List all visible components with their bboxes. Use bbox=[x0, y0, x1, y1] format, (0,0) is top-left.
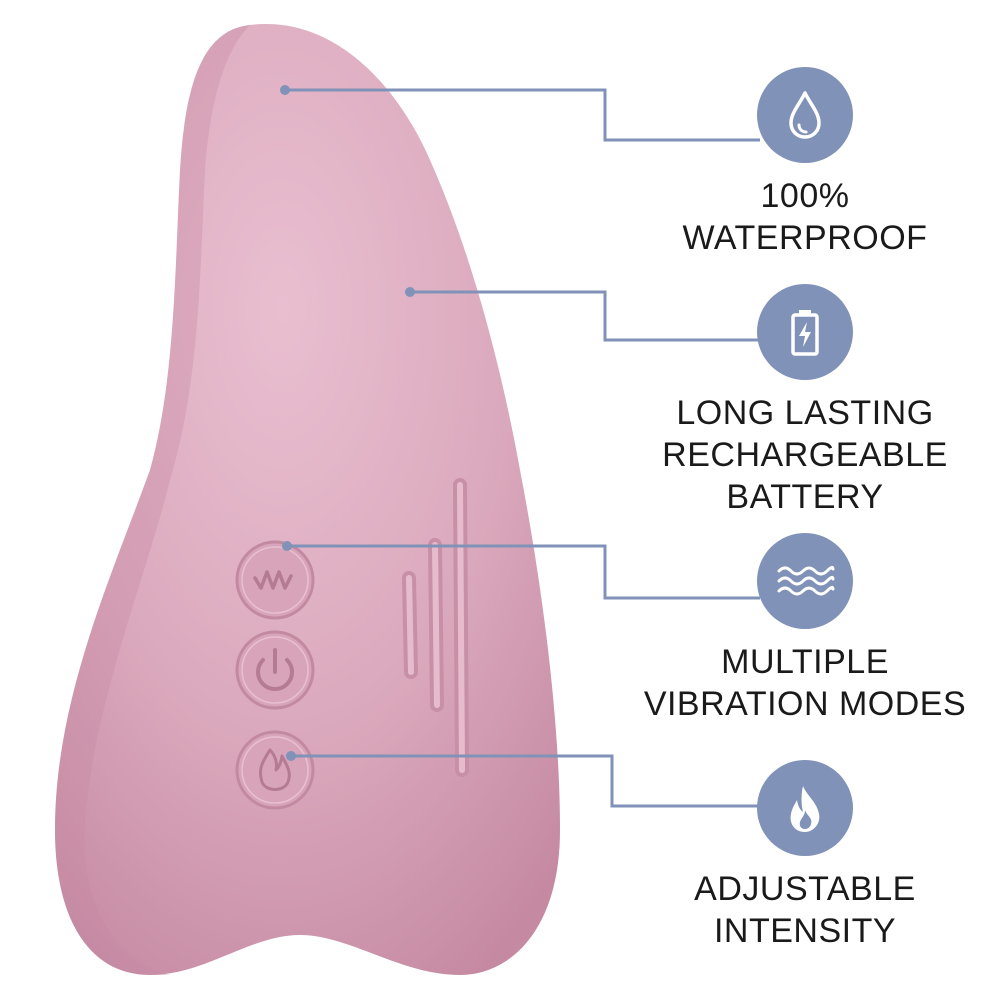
feature-badge bbox=[757, 284, 853, 380]
feature-label-line: RECHARGEABLE bbox=[662, 436, 948, 474]
flame-icon bbox=[790, 786, 820, 832]
feature-label: MULTIPLE VIBRATION MODES bbox=[615, 641, 995, 725]
callout-line-waterproof bbox=[285, 88, 760, 142]
feature-label-line: ADJUSTABLE bbox=[694, 870, 916, 908]
feature-badge bbox=[757, 760, 853, 856]
feature-label: LONG LASTING RECHARGEABLE BATTERY bbox=[615, 392, 995, 518]
feature-label-line: LONG LASTING bbox=[676, 394, 934, 432]
feature-label-line: WATERPROOF bbox=[682, 219, 928, 257]
feature-label-line: BATTERY bbox=[726, 478, 884, 516]
feature-label-line: INTENSITY bbox=[713, 912, 897, 950]
callout-line-intensity bbox=[291, 754, 760, 808]
device-button-power[interactable] bbox=[235, 630, 315, 710]
feature-badge bbox=[757, 67, 853, 163]
feature-battery: LONG LASTING RECHARGEABLE BATTERY bbox=[615, 284, 995, 518]
feature-label-line: VIBRATION MODES bbox=[643, 685, 967, 723]
feature-badge bbox=[757, 533, 853, 629]
callout-line-vibration bbox=[287, 544, 760, 600]
feature-waterproof: 100% WATERPROOF bbox=[615, 67, 995, 259]
grip-ridges bbox=[402, 478, 469, 777]
device-button-heat[interactable] bbox=[235, 730, 315, 810]
feature-label-line: MULTIPLE bbox=[721, 643, 889, 681]
device-edge-shade bbox=[55, 25, 250, 975]
waves-icon bbox=[777, 565, 835, 596]
callout-lines bbox=[285, 88, 760, 808]
power-icon bbox=[256, 648, 294, 692]
feature-label: 100% WATERPROOF bbox=[615, 175, 995, 259]
battery-charge-icon bbox=[791, 310, 819, 356]
feature-intensity: ADJUSTABLE INTENSITY bbox=[615, 760, 995, 952]
vibration-wave-icon bbox=[253, 570, 293, 590]
device-button-vibration[interactable] bbox=[235, 540, 315, 620]
flame-heat-icon bbox=[258, 748, 291, 791]
callout-line-battery bbox=[410, 290, 760, 342]
device-body bbox=[55, 23, 560, 976]
feature-label: ADJUSTABLE INTENSITY bbox=[615, 868, 995, 952]
feature-label-line: 100% bbox=[760, 177, 850, 215]
callout-dots bbox=[280, 85, 415, 761]
water-drop-icon bbox=[789, 91, 821, 139]
feature-vibration: MULTIPLE VIBRATION MODES bbox=[615, 533, 995, 725]
